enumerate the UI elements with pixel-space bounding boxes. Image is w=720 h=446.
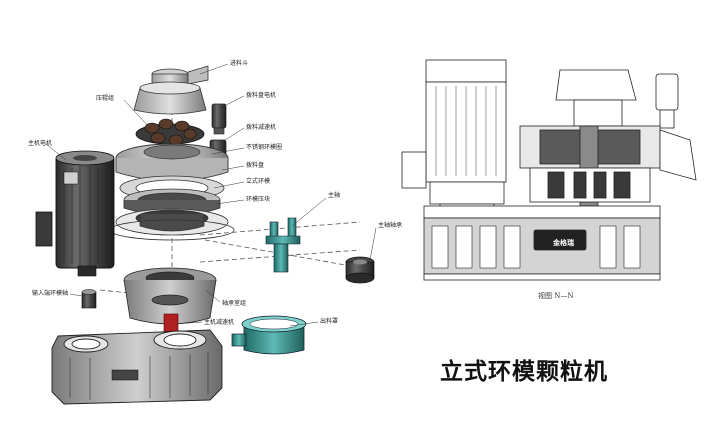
label-press-roller: 压辊组 [96,95,115,102]
label-outlet-hood: 出料罩 [320,318,339,325]
label-ss-ring: 不锈钢环模圈 [246,144,283,151]
bearing-seat [123,267,217,333]
input-bearing [81,289,97,309]
label-bearing-seat: 轴承室组 [222,300,247,307]
ring-plate [109,208,235,241]
label-vertical-ring: 立式环模 [246,178,271,185]
brand-badge: 金格瑞 [553,239,574,247]
inlet-hopper [133,65,209,115]
label-feed-motor: 拨料盘电机 [246,92,277,99]
main-bearing [345,256,375,284]
label-reducer: 主机减速机 [204,319,235,326]
label-feed-reducer: 拨料减速机 [246,124,277,131]
section-view [401,59,697,281]
page-title: 立式环模颗粒机 [440,359,608,385]
label-feed-disc: 拨料盘 [246,162,265,169]
label-ring-pressure: 环模压块 [246,196,271,203]
label-main-motor: 主机电机 [28,140,53,147]
feeder-housing [115,143,229,182]
label-input-bearing: 输入端环模轴 [32,290,69,297]
label-inlet: 进料斗 [230,60,249,67]
press-roller-group [135,118,205,146]
label-main-shaft: 主轴 [328,192,341,199]
label-main-bearing: 主轴轴承 [378,222,403,229]
view-caption: 视图 N—N [538,292,574,300]
vertical-ring-die [119,175,225,217]
main-motor [35,150,115,277]
main-shaft [265,217,301,273]
leader-lines [45,63,377,327]
outlet-hood [231,315,307,355]
reducer-base [51,329,223,405]
